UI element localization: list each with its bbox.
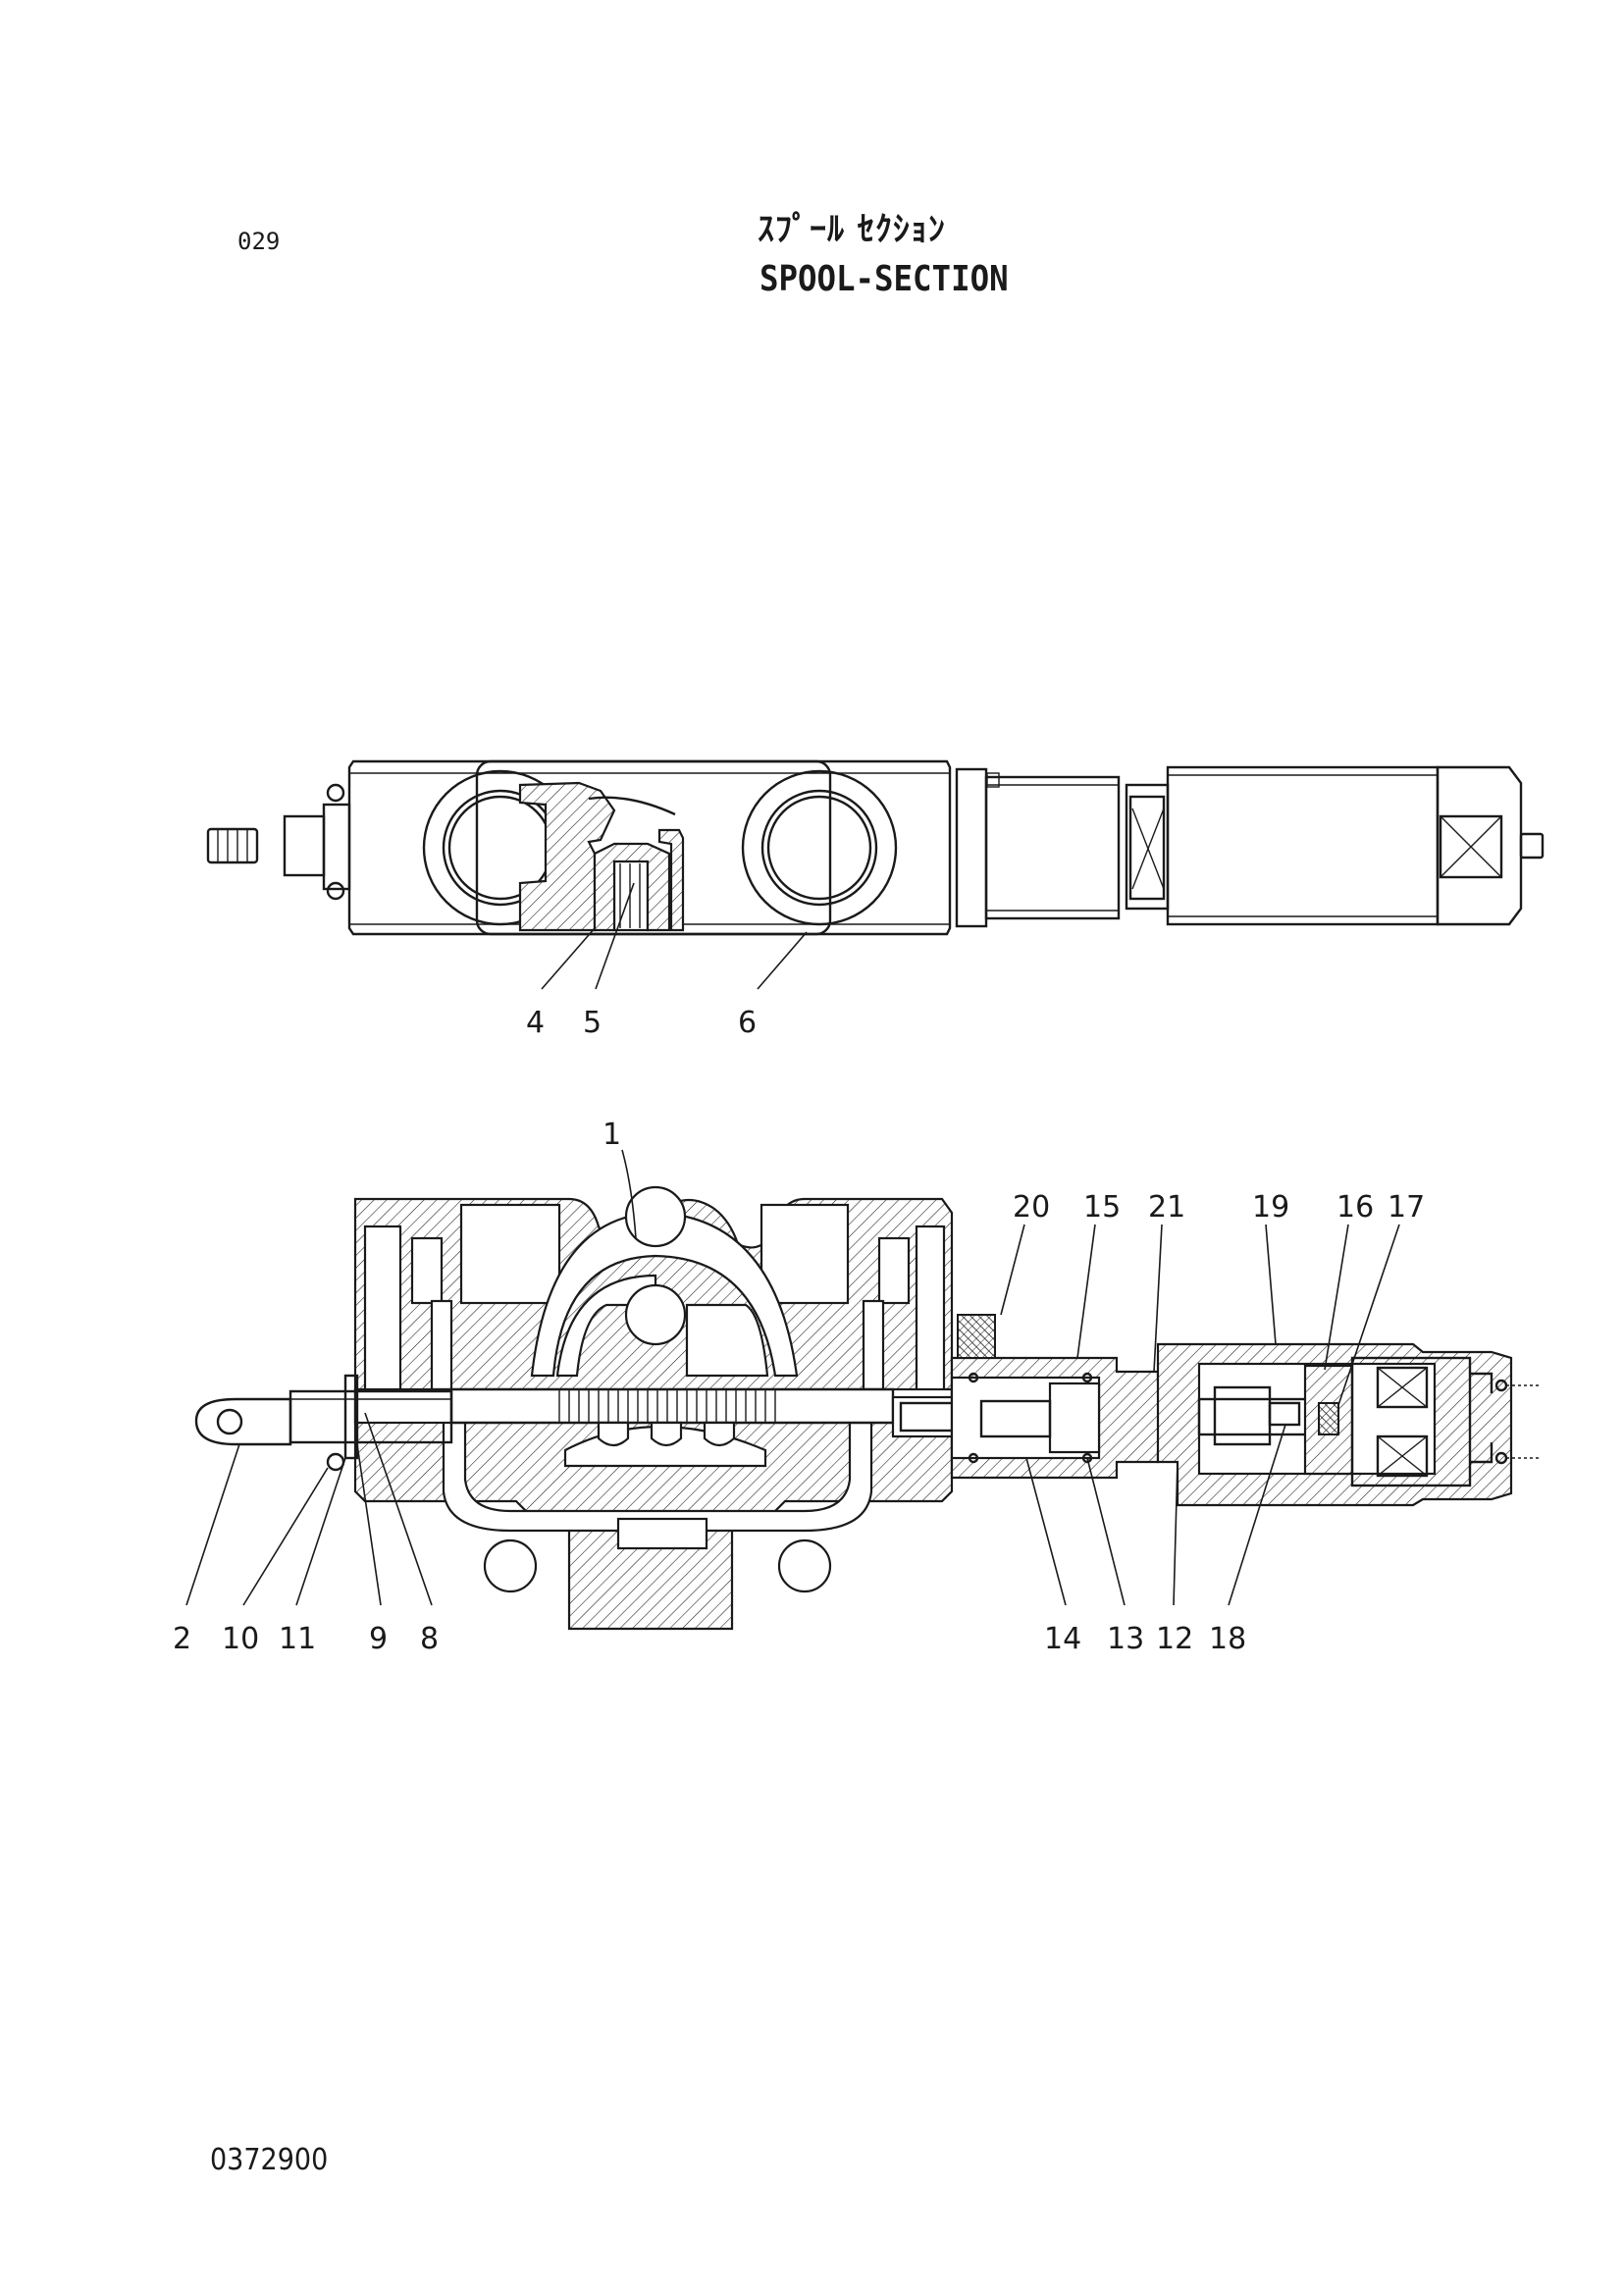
leader-8 — [364, 1412, 433, 1606]
callout-6: 6 — [738, 1006, 757, 1040]
bolt-hole-right — [777, 1538, 832, 1593]
callout-18: 18 — [1209, 1622, 1246, 1656]
leader-15 — [1076, 1224, 1096, 1359]
port-right — [741, 769, 898, 926]
document-number: 0372900 — [210, 2143, 329, 2177]
leader-6 — [757, 931, 808, 990]
spool-bore — [353, 1387, 954, 1425]
solenoid-box — [1439, 814, 1503, 879]
arch-passage — [530, 1211, 799, 1378]
callout-14: 14 — [1044, 1622, 1081, 1656]
callout-21: 21 — [1148, 1190, 1185, 1225]
leader-2 — [185, 1443, 240, 1606]
callout-11: 11 — [279, 1622, 316, 1656]
leader-17 — [1337, 1224, 1400, 1406]
leader-19 — [1265, 1224, 1277, 1345]
spring-seat — [1048, 1382, 1101, 1454]
callout-9: 9 — [369, 1622, 388, 1656]
wiper-seal — [343, 1374, 359, 1460]
callout-1: 1 — [602, 1118, 621, 1152]
shaft-collar — [283, 814, 326, 877]
callout-8: 8 — [420, 1622, 439, 1656]
callout-2: 2 — [173, 1622, 191, 1656]
leader-16 — [1324, 1224, 1349, 1371]
leader-20 — [1000, 1224, 1025, 1316]
callout-13: 13 — [1107, 1622, 1144, 1656]
leader-14 — [1025, 1457, 1067, 1606]
callout-5: 5 — [583, 1006, 602, 1040]
callout-17: 17 — [1388, 1190, 1425, 1225]
callout-19: 19 — [1252, 1190, 1289, 1225]
leader-11 — [295, 1457, 346, 1606]
spring — [967, 1372, 1093, 1464]
leader-21 — [1153, 1224, 1163, 1373]
top-view — [206, 759, 1545, 990]
cylinder-housing — [955, 767, 988, 928]
leader-5 — [595, 882, 635, 990]
title-japanese: ｽﾌﾟｰﾙ ｾｸｼｮﾝ — [758, 210, 946, 249]
spool-rod — [288, 1389, 453, 1444]
retainer — [957, 1314, 996, 1359]
plunger-pad — [1318, 1402, 1339, 1435]
coil-assembly — [1350, 1356, 1472, 1487]
leader-1 — [621, 1149, 637, 1239]
clevis-eye — [194, 1397, 292, 1446]
leader-12 — [1173, 1461, 1179, 1606]
callout-20: 20 — [1013, 1190, 1050, 1225]
leader-4 — [541, 927, 596, 990]
leader-9 — [356, 1443, 382, 1606]
callout-4: 4 — [526, 1006, 545, 1040]
spool-grooves — [558, 1389, 776, 1423]
callout-12: 12 — [1156, 1622, 1193, 1656]
leader-18 — [1228, 1424, 1286, 1606]
solenoid-body — [1166, 765, 1440, 926]
leader-13 — [1086, 1457, 1126, 1606]
callout-16: 16 — [1336, 1190, 1374, 1225]
leader-10 — [242, 1467, 329, 1606]
page-number: 029 — [237, 228, 281, 255]
cap-flange — [322, 803, 351, 891]
shaft-stub — [206, 827, 259, 864]
section-view — [185, 1149, 1541, 1631]
callout-10: 10 — [222, 1622, 259, 1656]
bolt-hole-top — [624, 1185, 687, 1248]
bolt-hole-left — [483, 1538, 538, 1593]
title-english: SPOOL-SECTION — [760, 259, 1009, 299]
callout-15: 15 — [1083, 1190, 1121, 1225]
